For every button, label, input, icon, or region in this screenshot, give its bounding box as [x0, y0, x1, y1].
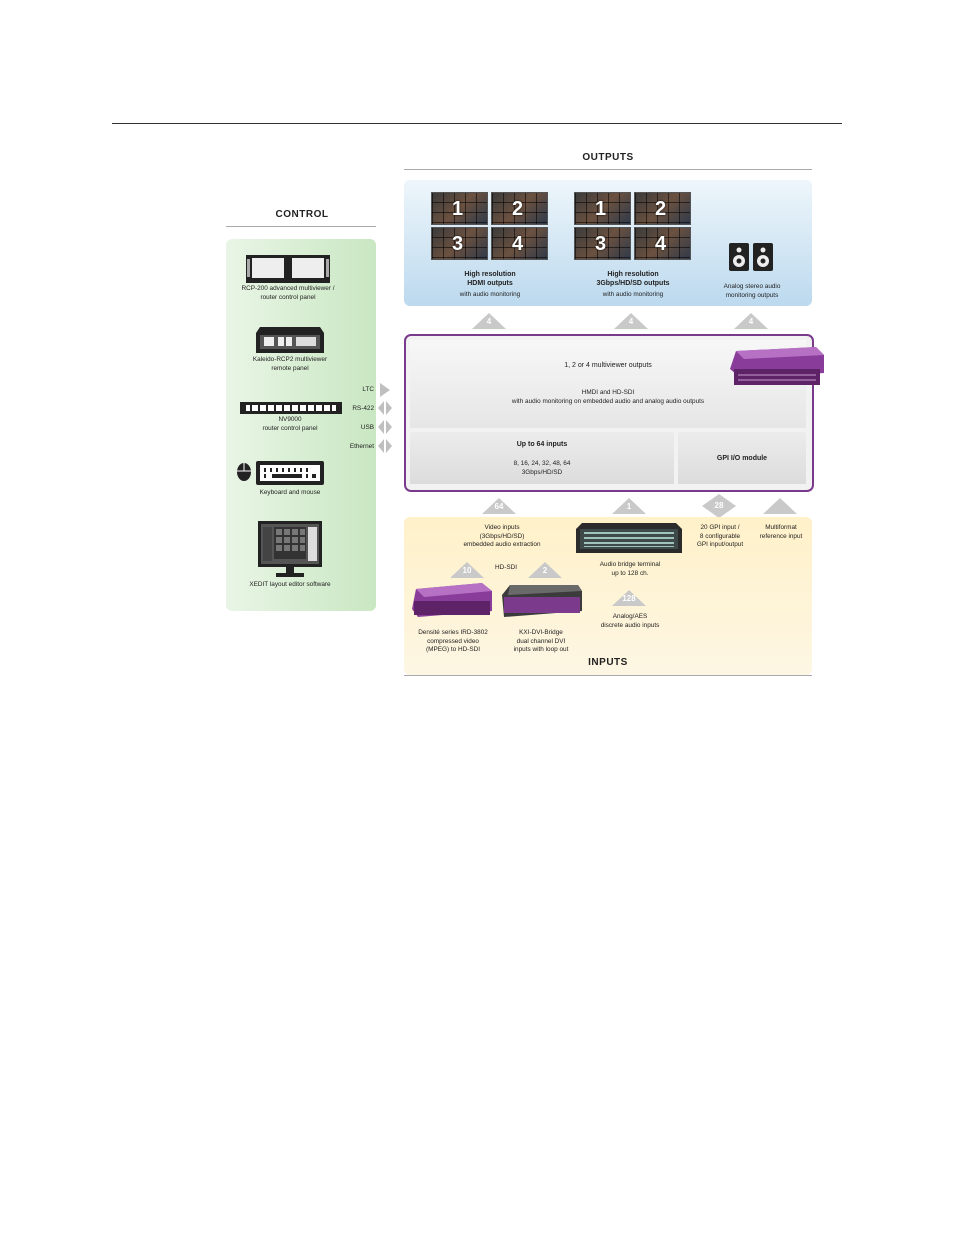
nv9000-label: NV9000 router control panel [262, 416, 318, 432]
kaleido-rcp2-device-icon [256, 327, 324, 353]
xedit-monitor-icon [258, 521, 322, 579]
hdmi-output-sub: with audio monitoring [459, 291, 521, 298]
audio-output-arrow: 4 [734, 313, 768, 329]
inputs-title: INPUTS [588, 657, 628, 668]
ird-3802-label: Densité series IRD-3802 compressed video… [418, 629, 488, 653]
port-ltc-label: LTC [362, 386, 374, 393]
rs422-bidirectional-arrow-icon [378, 401, 392, 415]
keyboard-mouse-label: Keyboard and mouse [259, 489, 321, 496]
sdi-output-arrow: 4 [614, 313, 648, 329]
mouse-icon [236, 460, 252, 482]
audio-bridge-label: Audio bridge terminal up to 128 ch. [599, 561, 661, 577]
hdmi-multiviewer-thumbs: 1 2 3 4 [431, 192, 548, 260]
hdmi-output-arrow: 4 [472, 313, 506, 329]
analog-audio-output-label: Analog stereo audio monitoring outputs [723, 283, 781, 299]
port-rs422-label: RS-422 [352, 405, 374, 412]
ltc-arrow-icon [380, 383, 390, 397]
audio-bridge-terminal-icon [576, 523, 682, 553]
core-inputs-title: Up to 64 inputs [516, 441, 568, 448]
ird-input-arrow: 10 [450, 562, 484, 578]
xedit-label: XEDIT layout editor software [249, 581, 331, 588]
core-subtitle: HMDI and HD-SDI with audio monitoring on… [511, 389, 705, 405]
page-top-rule [112, 123, 842, 124]
sdi-multiviewer-thumbs: 1 2 3 4 [574, 192, 691, 260]
port-ethernet-label: Ethernet [349, 443, 374, 450]
speaker-icon [728, 242, 774, 272]
outputs-rule [404, 169, 812, 170]
mv-tile: 3 [431, 227, 488, 260]
nv9000-device-icon [240, 401, 342, 414]
mv-tile: 2 [634, 192, 691, 225]
core-gpi-title: GPI I/O module [716, 455, 768, 462]
mv-tile: 4 [491, 227, 548, 260]
outputs-title: OUTPUTS [582, 152, 634, 163]
ethernet-bidirectional-arrow-icon [378, 439, 392, 453]
mv-tile: 1 [431, 192, 488, 225]
reference-input-label: Multiformat reference input [759, 524, 803, 540]
sdi-output-label: High resolution 3Gbps/HD/SD outputs [596, 271, 670, 287]
audio-bridge-arrow: 1 [612, 498, 646, 514]
hd-sdi-label: HD-SDI [494, 564, 517, 571]
usb-bidirectional-arrow-icon [378, 420, 392, 434]
kaleido-rcp2-label: Kaleido-RCP2 multiviewer remote panel [252, 356, 328, 372]
core-title: 1, 2 or 4 multiviewer outputs [564, 362, 652, 369]
aes-inputs-label: Analog/AES discrete audio inputs [600, 613, 660, 629]
dvi-bridge-label: KXI-DVI-Bridge dual channel DVI inputs w… [513, 629, 569, 653]
gpi-bidirectional-arrow: 28 [702, 494, 736, 518]
video-input-arrow: 64 [482, 498, 516, 514]
ird-3802-device-icon [412, 583, 492, 619]
core-inputs-sub: 8, 16, 24, 32, 48, 64 3Gbps/HD/SD [513, 460, 571, 476]
gpi-inputs-label: 20 GPI input / 8 configurable GPI input/… [696, 524, 744, 548]
control-rule [226, 226, 376, 227]
video-inputs-label: Video inputs (3Gbps/HD/SD) embedded audi… [463, 524, 541, 548]
hdmi-output-label: High resolution HDMI outputs [464, 271, 516, 287]
keyboard-icon [256, 461, 324, 485]
inputs-rule [404, 675, 812, 676]
kaleido-frame-device [730, 343, 824, 389]
reference-input-arrow [763, 498, 797, 514]
core-inputs-area [410, 432, 674, 484]
core-gpi-area [678, 432, 806, 484]
rcp200-device-icon [246, 255, 330, 283]
sdi-output-sub: with audio monitoring [602, 291, 664, 298]
mv-tile: 1 [574, 192, 631, 225]
mv-tile: 4 [634, 227, 691, 260]
mv-tile: 3 [574, 227, 631, 260]
mv-tile: 2 [491, 192, 548, 225]
dvi-input-arrow: 2 [528, 562, 562, 578]
dvi-bridge-device-icon [502, 585, 582, 617]
aes-input-arrow: 128 [612, 590, 646, 606]
rcp200-label: RCP-200 advanced multiviewer / router co… [241, 285, 335, 301]
control-title: CONTROL [275, 209, 329, 220]
port-usb-label: USB [360, 424, 374, 431]
